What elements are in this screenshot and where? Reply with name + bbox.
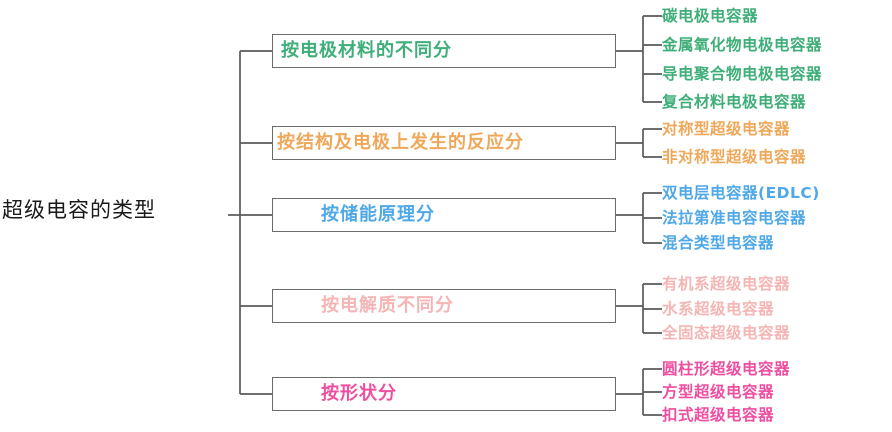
leaf-item: 全固态超级电容器 — [662, 324, 791, 342]
leaf-item: 水系超级电容器 — [662, 300, 775, 318]
leaf-item: 扣式超级电容器 — [662, 406, 775, 424]
leaf-item: 圆柱形超级电容器 — [662, 360, 791, 378]
leaf-item: 碳电极电容器 — [662, 7, 759, 25]
branch-label-1: 按电极材料的不同分 — [281, 40, 452, 61]
branch-box-3[interactable]: 按储能原理分 — [272, 198, 616, 232]
branch-label-5: 按形状分 — [321, 383, 397, 404]
leaf-item: 复合材料电极电容器 — [662, 93, 807, 111]
branch-box-1[interactable]: 按电极材料的不同分 — [272, 34, 616, 68]
branch-label-3: 按储能原理分 — [321, 204, 435, 225]
leaf-item: 方型超级电容器 — [662, 383, 775, 401]
leaf-item: 有机系超级电容器 — [662, 275, 791, 293]
root-node-label: 超级电容的类型 — [2, 198, 156, 222]
branch-label-2: 按结构及电极上发生的反应分 — [277, 132, 524, 153]
branch-box-2[interactable]: 按结构及电极上发生的反应分 — [272, 126, 616, 160]
leaf-item: 混合类型电容器 — [662, 234, 775, 252]
leaf-item: 对称型超级电容器 — [662, 120, 791, 138]
branch-label-4: 按电解质不同分 — [321, 295, 454, 316]
leaf-item: 非对称型超级电容器 — [662, 148, 807, 166]
branch-box-4[interactable]: 按电解质不同分 — [272, 289, 616, 323]
leaf-item: 导电聚合物电极电容器 — [662, 65, 823, 83]
leaf-item: 金属氧化物电极电容器 — [662, 36, 823, 54]
branch-box-5[interactable]: 按形状分 — [272, 377, 616, 411]
leaf-item: 法拉第准电容电容器 — [662, 209, 807, 227]
leaf-item: 双电层电容器(EDLC) — [662, 184, 820, 202]
